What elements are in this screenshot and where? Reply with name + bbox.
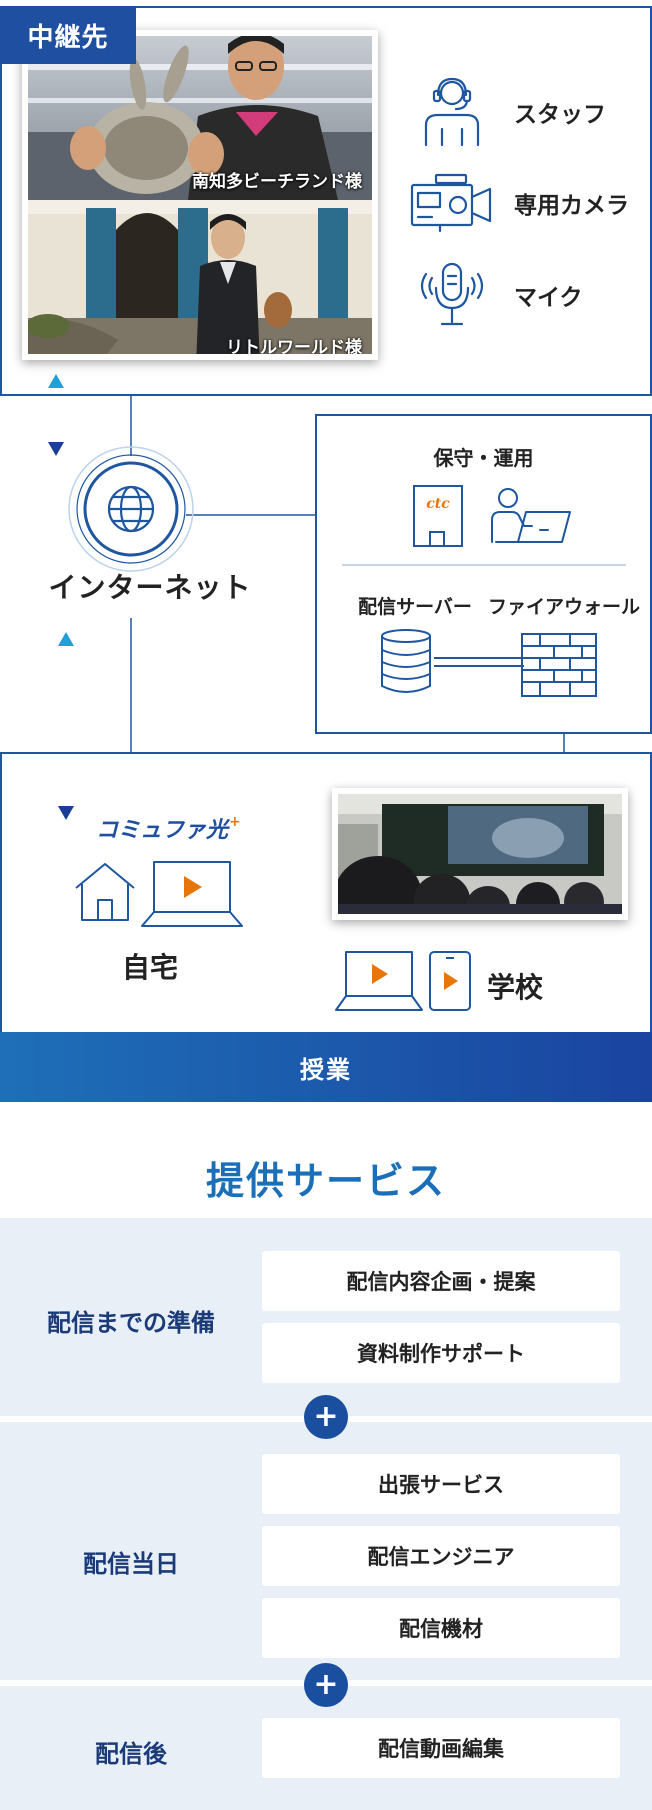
tablet-icon bbox=[428, 950, 472, 1016]
school-label: 学校 bbox=[470, 966, 560, 1006]
plus-icon: + bbox=[304, 1663, 348, 1707]
home-laptop-icon bbox=[140, 860, 244, 932]
play-icon bbox=[184, 876, 202, 898]
commufa-logo-text: コミュファ光 bbox=[96, 812, 228, 844]
home-label: 自宅 bbox=[90, 946, 210, 986]
lesson-arrow bbox=[40, 628, 80, 828]
service-item: 資料制作サポート bbox=[262, 1323, 620, 1383]
firewall-label: ファイアウォール bbox=[478, 592, 650, 619]
play-icon bbox=[444, 972, 458, 990]
server-divider bbox=[342, 564, 626, 566]
service-category-after: 配信後 bbox=[0, 1734, 262, 1769]
operator-pc-icon bbox=[482, 486, 572, 550]
service-item: 配信エンジニア bbox=[262, 1526, 620, 1586]
plus-icon: + bbox=[304, 1395, 348, 1439]
commufa-logo-plus: + bbox=[229, 814, 241, 830]
database-server-icon bbox=[378, 628, 436, 698]
lesson-bar: 授業 bbox=[0, 1032, 652, 1102]
play-icon bbox=[372, 964, 388, 984]
streaming-server-label: 配信サーバー bbox=[340, 592, 490, 619]
service-category-dayof: 配信当日 bbox=[0, 1544, 262, 1579]
ctc-logo: ctc bbox=[426, 496, 450, 512]
services-title: 提供サービス bbox=[0, 1150, 652, 1205]
service-item: 配信動画編集 bbox=[262, 1718, 620, 1778]
firewall-icon bbox=[520, 632, 598, 702]
service-item: 出張サービス bbox=[262, 1454, 620, 1514]
school-laptop-icon bbox=[334, 950, 424, 1016]
server-firewall-link bbox=[434, 652, 524, 672]
service-category-preparation: 配信までの準備 bbox=[0, 1303, 262, 1338]
ctc-building-icon: ctc bbox=[412, 484, 464, 552]
service-item: 配信機材 bbox=[262, 1598, 620, 1658]
commufa-hikari-logo: コミュファ光+ bbox=[96, 814, 216, 844]
classroom-photo bbox=[332, 788, 628, 920]
service-item: 配信内容企画・提案 bbox=[262, 1251, 620, 1311]
maintenance-label: 保守・運用 bbox=[315, 442, 652, 471]
internet-label: インターネット bbox=[20, 566, 280, 606]
house-icon bbox=[72, 860, 138, 928]
